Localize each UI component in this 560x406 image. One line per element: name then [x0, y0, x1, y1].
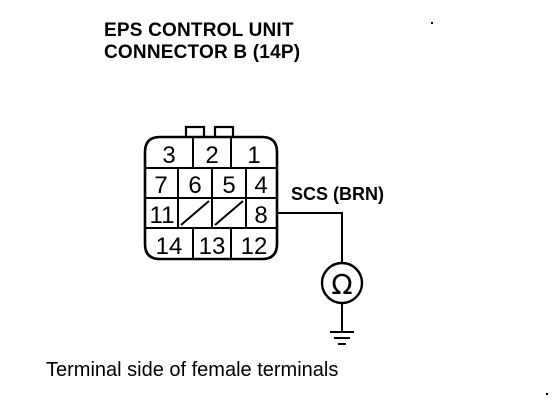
diagram-title: EPS CONTROL UNIT CONNECTOR B (14P) — [104, 20, 300, 64]
probe-wire — [277, 212, 343, 262]
pin-label: 2 — [205, 142, 218, 169]
pin-label: 14 — [156, 233, 183, 260]
ohm-symbol: Ω — [331, 268, 352, 301]
scan-speck — [546, 393, 548, 395]
empty-cavity-mark — [214, 200, 244, 226]
pin-label: 6 — [188, 172, 201, 199]
pin-label: 1 — [247, 142, 260, 169]
signal-label: SCS (BRN) — [291, 184, 384, 204]
title-line-2: CONNECTOR B (14P) — [104, 42, 301, 63]
pin-label: 7 — [154, 172, 167, 199]
empty-cavity-mark — [180, 200, 210, 226]
pin-label: 4 — [254, 172, 267, 199]
ground-icon — [330, 331, 354, 345]
pin-label: 3 — [162, 142, 175, 169]
pin-label: 13 — [199, 233, 226, 260]
pin-label: 5 — [222, 172, 235, 199]
title-line-1: EPS CONTROL UNIT — [104, 20, 294, 41]
pin-label-signal: 8 — [254, 202, 267, 229]
scan-speck — [431, 22, 433, 24]
pin-label: 12 — [241, 233, 268, 260]
diagram-caption: Terminal side of female terminals — [46, 359, 339, 381]
pin-label: 11 — [150, 202, 175, 229]
